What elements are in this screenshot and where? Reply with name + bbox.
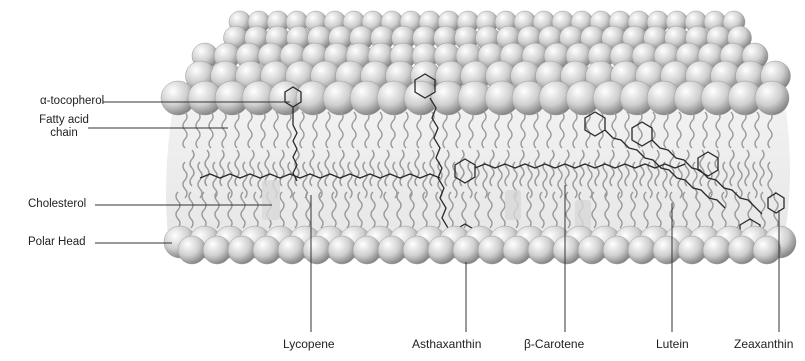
polar-head-sphere	[253, 236, 281, 264]
polar-head-sphere	[728, 236, 756, 264]
polar-head-sphere	[453, 236, 481, 264]
polar-head-sphere	[353, 236, 381, 264]
beta-carotene-label: β-Carotene	[524, 338, 584, 351]
polar-head-sphere	[503, 236, 531, 264]
polar-head-sphere	[753, 236, 781, 264]
fatty-acid-label-line2: chain	[38, 127, 90, 140]
zeaxanthin-label: Zeaxanthin	[734, 338, 805, 351]
tocopherol-label: α-tocopherol	[40, 95, 104, 108]
polar-head-sphere	[678, 236, 706, 264]
cholesterol-label: Cholesterol	[28, 198, 86, 211]
asthaxanthin-label: Asthaxanthin	[412, 338, 481, 351]
polar-head-sphere	[553, 236, 581, 264]
polar-head-sphere	[378, 236, 406, 264]
polar-head-label: Polar Head	[28, 236, 86, 249]
polar-head-sphere	[628, 236, 656, 264]
front-polar-heads	[164, 226, 796, 264]
polar-head-sphere	[178, 236, 206, 264]
lycopene-label: Lycopene	[283, 338, 335, 351]
polar-head-sphere	[403, 236, 431, 264]
polar-head-sphere	[528, 236, 556, 264]
polar-head-sphere	[278, 236, 306, 264]
polar-head-sphere	[755, 81, 789, 115]
fatty-acid-label-line1: Fatty acid	[38, 114, 90, 127]
polar-head-sphere	[478, 236, 506, 264]
polar-head-sphere	[653, 236, 681, 264]
polar-head-sphere	[228, 236, 256, 264]
fatty-acid-label: Fatty acid chain	[38, 114, 90, 140]
polar-head-sphere	[428, 236, 456, 264]
back-polar-heads	[161, 11, 791, 115]
polar-head-sphere	[328, 236, 356, 264]
polar-head-sphere	[578, 236, 606, 264]
polar-head-sphere	[203, 236, 231, 264]
polar-head-sphere	[703, 236, 731, 264]
polar-head-sphere	[303, 236, 331, 264]
polar-head-sphere	[603, 236, 631, 264]
lutein-label: Lutein	[656, 338, 689, 351]
